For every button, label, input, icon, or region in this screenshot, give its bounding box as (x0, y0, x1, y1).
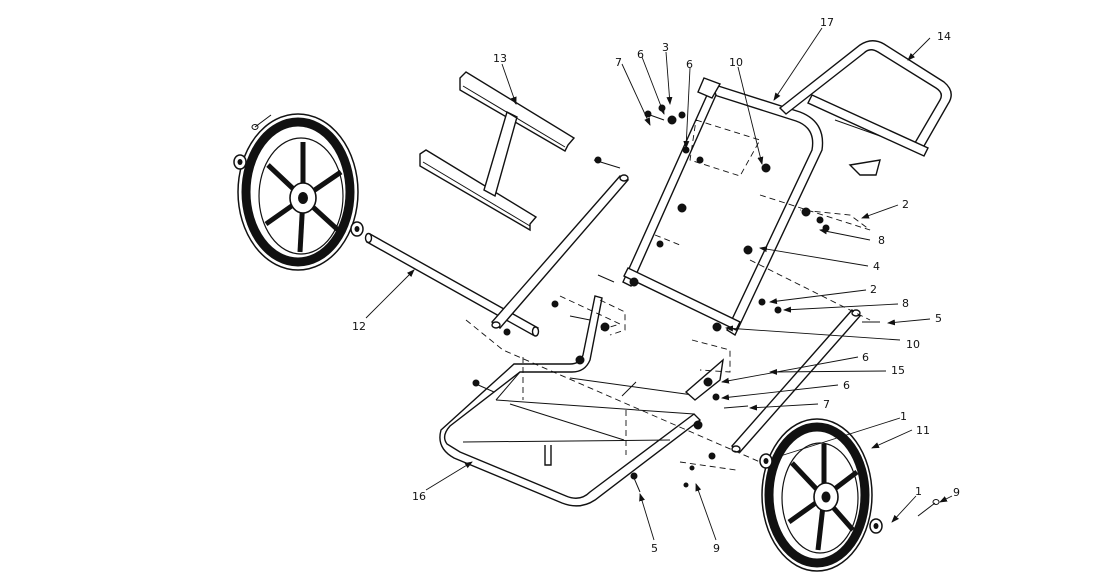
left-hub-washer (233, 154, 364, 237)
callout-9-bottom: 9 (713, 542, 720, 555)
callout-14: 14 (937, 30, 951, 43)
callout-2-top: 2 (902, 198, 909, 211)
callout-6-middle: 6 (862, 351, 869, 364)
callout-2-bottom: 2 (870, 283, 877, 296)
axle (364, 232, 540, 337)
callout-4: 4 (873, 260, 880, 273)
cross-brace (419, 71, 576, 232)
callout-7-bottom: 7 (823, 398, 830, 411)
right-hub-washer (759, 453, 883, 534)
left-support-tube (490, 174, 630, 329)
lower-bed-frame (439, 295, 724, 507)
callout-13: 13 (493, 52, 507, 65)
callout-15: 15 (891, 364, 905, 377)
callout-5-bottom: 5 (651, 542, 658, 555)
callout-9-right: 9 (953, 486, 960, 499)
callout-1-upper: 1 (900, 410, 907, 423)
callout-17: 17 (820, 16, 834, 29)
handle-frame (778, 40, 952, 176)
callout-8-bottom: 8 (902, 297, 909, 310)
callout-labels: 13 12 16 7 6 3 6 10 17 14 2 8 4 2 8 5 10… (352, 16, 960, 555)
callout-11: 11 (916, 424, 930, 437)
callout-6-lower: 6 (843, 379, 850, 392)
hardware (472, 104, 880, 493)
leader-lines (365, 27, 953, 541)
right-cotter-pin (917, 499, 940, 517)
callout-8-top: 8 (878, 234, 885, 247)
callout-6-top-left: 6 (637, 48, 644, 61)
callout-10-bottom: 10 (906, 338, 920, 351)
left-cotter-pin (251, 114, 272, 130)
callout-12: 12 (352, 320, 366, 333)
callout-1-lower: 1 (915, 485, 922, 498)
callout-16: 16 (412, 490, 426, 503)
callout-3: 3 (662, 41, 669, 54)
right-wheel (761, 418, 873, 572)
left-wheel (237, 113, 359, 271)
callout-5-right: 5 (935, 312, 942, 325)
callout-6-top-right: 6 (686, 58, 693, 71)
callout-10-top: 10 (729, 56, 743, 69)
upright-frame (622, 77, 824, 337)
callout-7-top: 7 (615, 56, 622, 69)
